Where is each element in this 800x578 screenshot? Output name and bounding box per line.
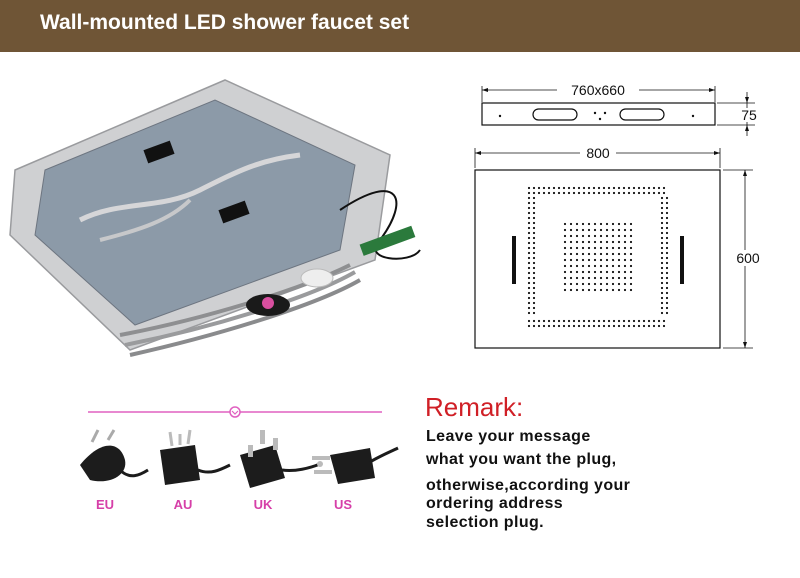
top-view-width-label: 760x660 [571, 82, 625, 98]
remark-line-4: ordering address [426, 495, 564, 512]
front-view-height-label: 600 [736, 250, 760, 266]
front-view: 800 600 [474, 145, 767, 349]
remark-line-5: selection plug. [426, 514, 545, 531]
nozzle-dots [527, 186, 669, 328]
dimension-drawing: 760x660 75 800 600 [474, 82, 767, 349]
top-view: 760x660 75 [481, 82, 761, 136]
product-photo [9, 79, 421, 357]
front-view-width-label: 800 [586, 145, 610, 161]
top-view-height-label: 75 [741, 107, 757, 123]
plug-label-au: AU [173, 497, 193, 512]
au-plug-icon [160, 429, 231, 485]
eu-plug-icon [80, 429, 149, 482]
uk-plug-icon [240, 430, 321, 488]
remark-line-2: what you want the plug, [426, 451, 617, 468]
page-title: Wall-mounted LED shower faucet set [40, 11, 410, 34]
remark-line-3: otherwise,according your [426, 477, 631, 494]
plug-label-uk: UK [253, 497, 273, 512]
us-plug-icon [312, 446, 399, 484]
header-banner: Wall-mounted LED shower faucet set [0, 0, 800, 52]
plug-label-eu: EU [95, 497, 115, 512]
remark-title: Remark: [425, 392, 524, 422]
remark-line-1: Leave your message [426, 428, 591, 445]
plug-label-us: US [333, 497, 353, 512]
plug-images [80, 406, 399, 488]
